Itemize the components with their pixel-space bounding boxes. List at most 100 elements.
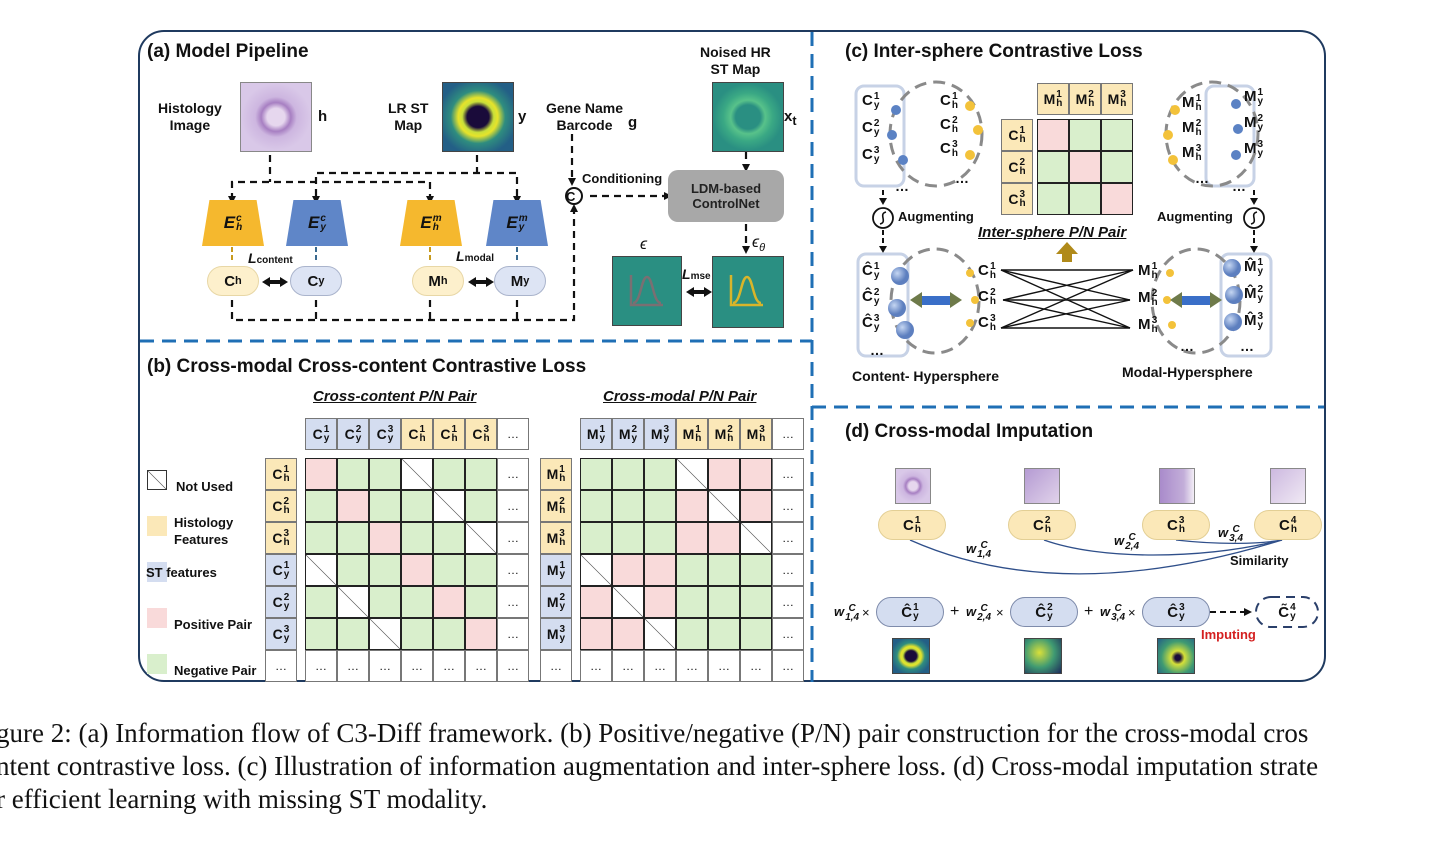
- matrix-cell-pos: [465, 618, 497, 650]
- plus-sign: +: [950, 603, 960, 620]
- cross-modal-title: Cross-modal P/N Pair: [603, 388, 757, 405]
- panel-b-title: (b) Cross-modal Cross-content Contrastiv…: [147, 356, 587, 377]
- symbol-sub: y: [663, 433, 670, 444]
- symbol-sub: h: [989, 296, 996, 308]
- symbol-base: C: [978, 288, 989, 305]
- ellipsis: …: [1180, 338, 1194, 354]
- symbol-sub: h: [1195, 127, 1202, 139]
- matrix-cell-neg: [465, 490, 497, 522]
- symbol-base: C: [272, 562, 283, 578]
- matrix-cell-neg: [337, 458, 369, 490]
- legend-label-st: ST features: [146, 565, 217, 580]
- matrix-cell-nu: [369, 618, 401, 650]
- loss-sub: mse: [690, 271, 711, 282]
- symbol-sup: 3: [1120, 89, 1126, 100]
- loss-base: L: [456, 248, 465, 264]
- symbol-sup: 3: [1195, 143, 1202, 155]
- matrix-cell-dots: …: [497, 522, 529, 554]
- symbol-sup: 1: [1257, 87, 1264, 99]
- matrix-cell-nu: [401, 458, 433, 490]
- symbol-sup: 2: [1088, 89, 1094, 100]
- matrix-cell-neg: [465, 554, 497, 586]
- symbol-sub: y: [873, 127, 880, 139]
- epsilon-theta-label: ϵθ: [752, 234, 765, 257]
- symbol-base: w: [966, 604, 977, 619]
- symbol-sup: 3: [873, 313, 880, 325]
- ellipsis: …: [1232, 178, 1246, 194]
- symbol-sub: h: [559, 537, 566, 548]
- symbol-sup: 3: [283, 528, 290, 539]
- symbol-sup: 1: [1019, 125, 1026, 136]
- symbol-base: M: [546, 594, 559, 610]
- matrix-cell-neg: [465, 586, 497, 618]
- symbol-sup: 2: [1019, 157, 1026, 168]
- symbol-sub: 2,4: [977, 611, 992, 623]
- symbol-sup: 2: [1047, 602, 1053, 613]
- noised-hr-label: Noised HR ST Map: [700, 44, 771, 77]
- matrix-cell-nu: [337, 586, 369, 618]
- symbol-base: Ĉ: [1167, 603, 1179, 621]
- matrix-cell-neg: [740, 554, 772, 586]
- gene-name-label: Gene Name Barcode: [546, 100, 624, 133]
- row-header: …: [265, 650, 297, 682]
- matrix-cell-dots: …: [580, 650, 612, 682]
- symbol-sup: 3: [283, 624, 290, 635]
- noise-map-gt: [612, 256, 682, 326]
- lr-st-map-image: [442, 82, 514, 152]
- patch-image-3: [1159, 468, 1195, 504]
- matrix-cell-neg: [305, 586, 337, 618]
- loss-mse-label: Lmse: [682, 266, 711, 285]
- noised-hr-st-map: [712, 82, 784, 152]
- matrix-cell-nu: [433, 490, 465, 522]
- loss-content-label: Lcontent: [248, 250, 293, 269]
- symbol-sup: 1: [283, 560, 290, 571]
- ldm-controlnet-box: LDM-based ControlNet: [668, 170, 784, 222]
- patch-image-4: [1270, 468, 1306, 504]
- symbol-sup: 3: [559, 528, 565, 539]
- symbol-base: C: [978, 314, 989, 331]
- patch-image-2: [1024, 468, 1060, 504]
- symbol-sub: 1,4: [977, 548, 992, 560]
- symbol-sup: 1: [1195, 93, 1202, 105]
- gaussian-curve-yellow-icon: [729, 275, 763, 307]
- symbol-sup: 2: [1151, 288, 1158, 300]
- matrix-cell-neg: [433, 522, 465, 554]
- legend-label-hist: Histology Features: [174, 515, 234, 547]
- matrix-cell-neg: [676, 554, 708, 586]
- symbol-sub: 3,4: [1229, 532, 1244, 544]
- symbol-sup: C: [1114, 602, 1122, 614]
- matrix-cell-neg: [676, 586, 708, 618]
- histology-image-label: Histology Image: [158, 100, 222, 133]
- encoder-base: E: [308, 213, 320, 232]
